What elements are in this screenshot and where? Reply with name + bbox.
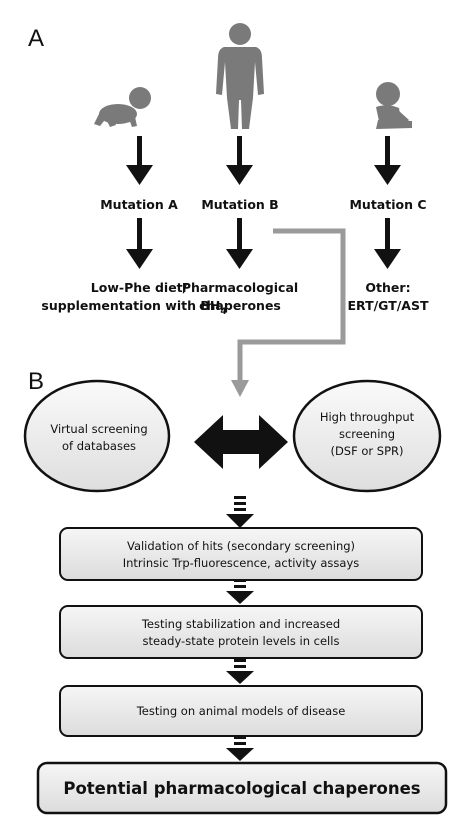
treatment-a-line-1: Low-Phe diet/ <box>91 280 188 295</box>
arrow-shaft <box>385 218 390 251</box>
dashed-down-arrows <box>226 496 254 761</box>
step-box-stabilization: Testing stabilization and increased stea… <box>59 605 423 659</box>
treatment-a-line-2-text: supplementation with BH <box>41 298 220 313</box>
arrow-shaft <box>137 218 142 251</box>
step-2-line-1: Testing stabilization and increased <box>141 617 340 631</box>
step-box-validation: Validation of hits (secondary screening)… <box>59 527 423 581</box>
virtual-screening-ellipse: Virtual screening of databases <box>23 379 171 493</box>
treatment-c-line-2: ERT/GT/AST <box>347 298 429 313</box>
treatment-a-line-2: supplementation with BH4 <box>41 298 226 317</box>
panel-a-arrows <box>126 136 401 269</box>
crawling-baby-icon <box>94 87 151 127</box>
panel-a-label: A <box>28 25 44 52</box>
mutation-a-label: Mutation A <box>100 197 178 212</box>
arrow-head <box>226 165 253 185</box>
step-3-line-1: Testing on animal models of disease <box>136 704 346 718</box>
mutation-c-label: Mutation C <box>349 197 426 212</box>
step-1-line-2: Intrinsic Trp-fluorescence, activity ass… <box>123 556 360 570</box>
step-box-animal-models: Testing on animal models of disease <box>59 685 423 737</box>
arrow-head <box>126 165 153 185</box>
step-1-line-1: Validation of hits (secondary screening) <box>127 539 355 553</box>
virtual-screening-line-1: Virtual screening <box>50 422 147 436</box>
result-label: Potential pharmacological chaperones <box>63 779 420 798</box>
arrow-shaft <box>137 136 142 167</box>
adult-person-icon <box>216 23 264 129</box>
arrow-shaft <box>237 136 242 167</box>
high-throughput-line-1: High throughput <box>320 410 415 424</box>
high-throughput-line-2: screening <box>339 427 395 441</box>
treatment-c-line-1: Other: <box>365 280 410 295</box>
dashed-arrow <box>226 659 254 684</box>
arrow-head <box>226 249 253 269</box>
arrow-head <box>374 165 401 185</box>
virtual-screening-line-2: of databases <box>62 439 136 453</box>
dashed-arrow <box>226 496 254 528</box>
connector-arrowhead <box>231 380 249 397</box>
arrow-head <box>374 249 401 269</box>
double-headed-arrow <box>194 415 288 469</box>
high-throughput-ellipse: High throughput screening (DSF or SPR) <box>292 379 442 493</box>
dashed-arrow <box>226 579 254 604</box>
treatment-b-line-2: chaperones <box>199 298 281 313</box>
bh4-subscript: 4 <box>220 307 226 317</box>
dashed-arrow <box>226 736 254 761</box>
result-box: Potential pharmacological chaperones <box>36 761 448 815</box>
mutation-b-connector <box>231 228 346 397</box>
arrow-shaft <box>237 218 242 251</box>
panel-b-label: B <box>28 368 44 395</box>
sitting-child-icon <box>376 82 412 129</box>
arrow-head <box>126 249 153 269</box>
step-2-line-2: steady-state protein levels in cells <box>143 634 340 648</box>
high-throughput-line-3: (DSF or SPR) <box>330 444 403 458</box>
mutation-b-label: Mutation B <box>201 197 278 212</box>
arrow-shaft <box>385 136 390 167</box>
treatment-b-line-1: Pharmacological <box>182 280 298 295</box>
